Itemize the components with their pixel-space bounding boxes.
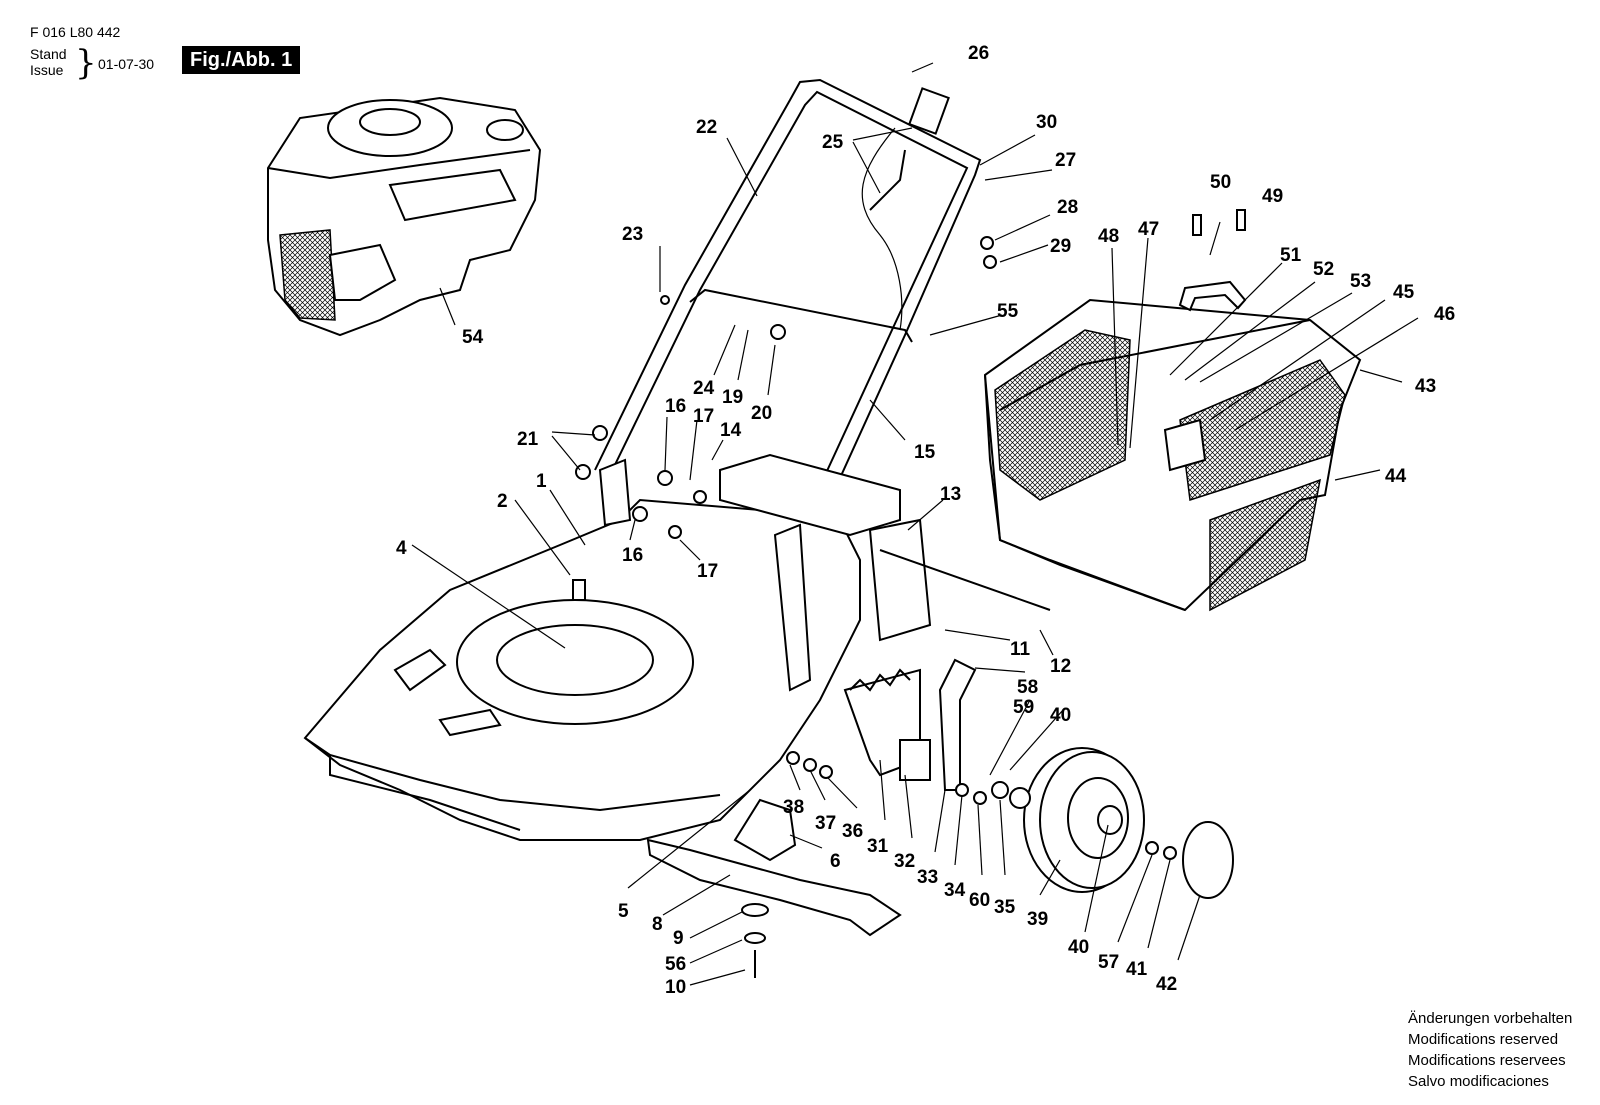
callout-9: 9: [673, 928, 684, 949]
callout-52: 52: [1313, 259, 1334, 280]
callout-50: 50: [1210, 172, 1231, 193]
stand-issue-labels: Stand Issue: [30, 46, 67, 78]
callout-27: 27: [1055, 150, 1076, 171]
callout-57: 57: [1098, 952, 1119, 973]
callout-24: 24: [693, 378, 715, 399]
callout-8: 8: [652, 914, 663, 935]
callout-44: 44: [1385, 466, 1407, 487]
callout-19: 19: [722, 387, 743, 408]
handle: [594, 78, 982, 551]
note-line-es: Salvo modificaciones: [1408, 1073, 1549, 1090]
callout-26: 26: [968, 43, 989, 64]
callout-1: 1: [536, 471, 547, 492]
callout-17b: 17: [697, 561, 718, 582]
callout-17a: 17: [693, 406, 714, 427]
callout-labels: 26 22 25 30 27 50 49 28 23 48 47 29 51 5…: [396, 43, 1455, 998]
callout-16b: 16: [622, 545, 643, 566]
callout-54: 54: [462, 327, 484, 348]
callout-20: 20: [751, 403, 772, 424]
note-line-fr: Modifications reservees: [1408, 1052, 1566, 1069]
callout-56: 56: [665, 954, 686, 975]
callout-32: 32: [894, 851, 915, 872]
callout-22: 22: [696, 117, 717, 138]
callout-39: 39: [1027, 909, 1048, 930]
callout-36: 36: [842, 821, 863, 842]
note-line-de: Änderungen vorbehalten: [1408, 1010, 1573, 1027]
callout-30: 30: [1036, 112, 1057, 133]
callout-33: 33: [917, 867, 938, 888]
rear-flap: [719, 453, 1051, 642]
callout-59: 59: [1013, 697, 1034, 718]
callout-11: 11: [1010, 639, 1031, 660]
callout-16a: 16: [665, 396, 686, 417]
callout-14: 14: [720, 420, 742, 441]
issue-date: 01-07-30: [98, 56, 155, 72]
callout-31: 31: [867, 836, 889, 857]
mower-deck: [303, 458, 861, 841]
callout-28: 28: [1057, 197, 1078, 218]
callout-46: 46: [1434, 304, 1455, 325]
callout-42: 42: [1156, 974, 1177, 995]
callout-37: 37: [815, 813, 836, 834]
engine: [267, 96, 542, 337]
document-header: F 016 L80 442 Stand Issue } 01-07-30 Fig…: [30, 24, 330, 84]
callout-55: 55: [997, 301, 1019, 322]
callout-15: 15: [914, 442, 936, 463]
callout-40a: 40: [1050, 705, 1071, 726]
callout-45: 45: [1393, 282, 1415, 303]
callout-47: 47: [1138, 219, 1159, 240]
callout-48: 48: [1098, 226, 1119, 247]
rear-wheel: [1023, 747, 1234, 899]
callout-43: 43: [1415, 376, 1436, 397]
callout-13: 13: [940, 484, 961, 505]
blade: [646, 798, 902, 978]
callout-51: 51: [1280, 245, 1302, 266]
issue-label: Issue: [30, 62, 64, 78]
document-number: F 016 L80 442: [30, 24, 121, 40]
height-adjuster: [843, 658, 977, 791]
callout-60: 60: [969, 890, 990, 911]
callout-12: 12: [1050, 656, 1071, 677]
brace-icon: }: [75, 43, 97, 83]
figure-label: Fig./Abb. 1: [182, 46, 301, 74]
stand-label: Stand: [30, 46, 67, 62]
callout-58: 58: [1017, 677, 1038, 698]
modifications-note: Änderungen vorbehalten Modifications res…: [1408, 1008, 1572, 1092]
callout-10: 10: [665, 977, 686, 998]
fasteners: [572, 209, 1246, 860]
callout-41: 41: [1126, 959, 1148, 980]
leader-lines: [411, 62, 1419, 986]
callout-35: 35: [994, 897, 1016, 918]
callout-29: 29: [1050, 236, 1071, 257]
callout-5: 5: [618, 901, 629, 922]
callout-6: 6: [830, 851, 841, 872]
callout-40b: 40: [1068, 937, 1089, 958]
callout-53: 53: [1350, 271, 1371, 292]
callout-38: 38: [783, 797, 804, 818]
callout-4: 4: [396, 538, 407, 559]
callout-34: 34: [944, 880, 966, 901]
callout-49: 49: [1262, 186, 1283, 207]
callout-2: 2: [497, 491, 508, 512]
callout-21: 21: [517, 429, 539, 450]
grass-catcher: [983, 280, 1362, 612]
callout-25: 25: [822, 132, 844, 153]
callout-23: 23: [622, 224, 643, 245]
note-line-en: Modifications reserved: [1408, 1031, 1559, 1048]
